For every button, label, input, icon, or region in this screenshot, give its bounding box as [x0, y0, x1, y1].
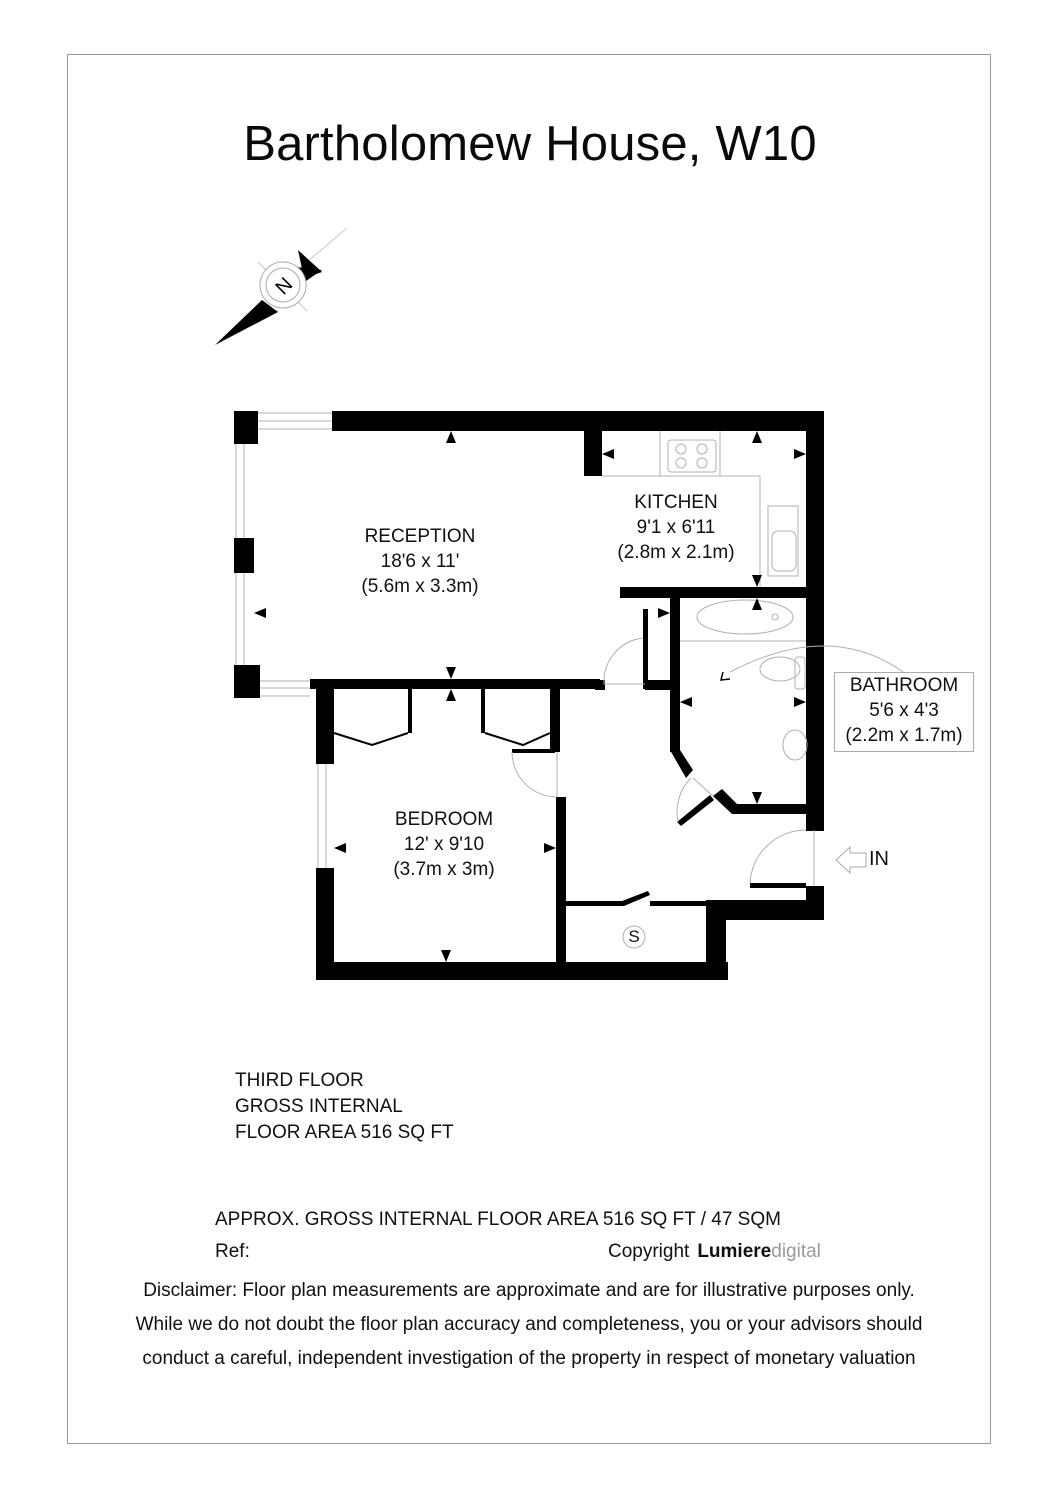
room-size-imperial: 5'6 x 4'3: [869, 700, 939, 721]
disclaimer: Disclaimer: Floor plan measurements are …: [67, 1274, 991, 1376]
floor-info: THIRD FLOOR GROSS INTERNAL FLOOR AREA 51…: [235, 1068, 454, 1146]
room-size-metric: (3.7m x 3m): [393, 859, 495, 880]
room-label-reception: RECEPTION 18'6 x 11' (5.6m x 3.3m): [320, 524, 520, 599]
measurement-arrows: [254, 431, 806, 962]
entrance-label: IN: [869, 848, 889, 870]
room-size-imperial: 12' x 9'10: [403, 834, 485, 855]
room-size-imperial: 18'6 x 11': [380, 551, 460, 572]
room-label-kitchen: KITCHEN 9'1 x 6'11 (2.8m x 2.1m): [586, 490, 766, 565]
ref-label: Ref:: [215, 1241, 250, 1262]
disclaimer-line: Disclaimer: Floor plan measurements are …: [143, 1280, 915, 1301]
room-name: BEDROOM: [394, 809, 494, 830]
disclaimer-line: While we do not doubt the floor plan acc…: [135, 1314, 923, 1335]
storage-label: S: [628, 927, 640, 946]
room-size-imperial: 9'1 x 6'11: [636, 517, 716, 538]
room-name: KITCHEN: [634, 492, 718, 513]
room-label-bathroom: BATHROOM 5'6 x 4'3 (2.2m x 1.7m): [834, 673, 974, 748]
room-size-metric: (5.6m x 3.3m): [361, 576, 479, 597]
floor-area-line-1: GROSS INTERNAL: [235, 1096, 403, 1117]
disclaimer-line: conduct a careful, independent investiga…: [142, 1348, 916, 1369]
page-title: Bartholomew House, W10: [243, 117, 817, 171]
brand-logo-light: digital: [771, 1241, 821, 1262]
copyright-label: Copyright: [608, 1241, 690, 1262]
north-arrow-compass-icon: N: [215, 227, 348, 345]
page-frame: [67, 54, 991, 1444]
walls: [234, 411, 824, 980]
floor-area-line-2: FLOOR AREA 516 SQ FT: [235, 1122, 454, 1143]
floor-name: THIRD FLOOR: [235, 1070, 364, 1091]
bathroom-label-box: [834, 672, 974, 752]
copyright: Copyright Lumieredigital: [608, 1240, 821, 1264]
entrance-arrow-icon: [835, 845, 867, 875]
room-size-metric: (2.2m x 1.7m): [845, 725, 963, 746]
room-name: BATHROOM: [849, 675, 959, 696]
room-name: RECEPTION: [364, 526, 476, 547]
room-size-metric: (2.8m x 2.1m): [617, 542, 735, 563]
approx-area: APPROX. GROSS INTERNAL FLOOR AREA 516 SQ…: [215, 1209, 781, 1230]
brand-logo-bold: Lumiere: [697, 1241, 772, 1262]
windows: [235, 412, 904, 949]
room-label-bedroom: BEDROOM 12' x 9'10 (3.7m x 3m): [344, 807, 544, 882]
